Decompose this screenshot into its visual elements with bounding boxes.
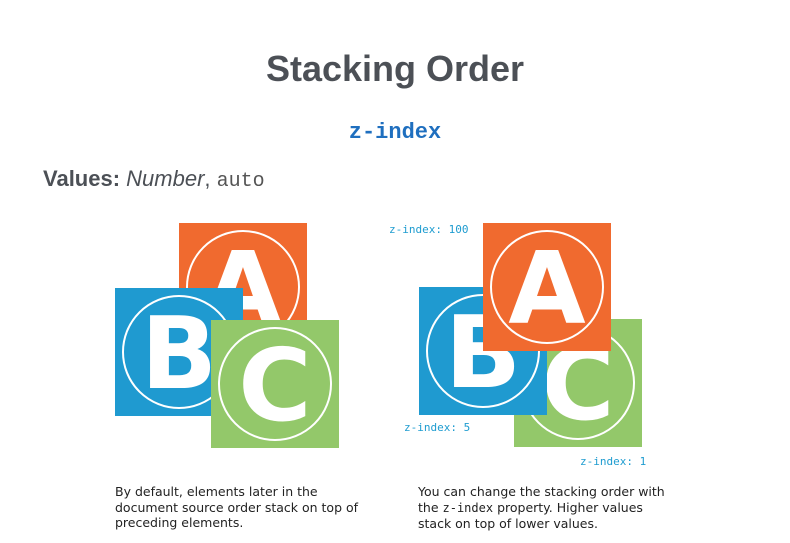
left-block-b-letter: B — [141, 295, 217, 412]
values-auto: auto — [216, 170, 265, 193]
z-label-100: z-index: 100 — [389, 223, 469, 236]
right-caption: You can change the stacking order with t… — [418, 484, 668, 532]
values-label: Values: — [43, 166, 121, 191]
left-block-c-letter: C — [238, 327, 311, 444]
right-block-a-bg — [483, 223, 611, 351]
left-caption: By default, elements later in the docume… — [115, 484, 359, 530]
right-block-a: A — [483, 223, 611, 351]
right-caption-code: z-index — [442, 500, 494, 515]
values-separator: , — [204, 166, 211, 191]
z-label-1: z-index: 1 — [580, 455, 647, 468]
property-name: z-index — [348, 120, 442, 145]
right-caption-post: property. Higher values stack on top of … — [418, 499, 643, 532]
page-title: Stacking Order — [265, 48, 525, 89]
z-label-5: z-index: 5 — [404, 421, 471, 434]
right-block-a-letter: A — [508, 230, 585, 347]
right-caption-pre: You can change the stacking order with t… — [418, 484, 665, 515]
values-line: Values: Number, auto — [43, 166, 265, 193]
left-block-c: C — [211, 320, 339, 448]
values-number: Number — [126, 166, 205, 191]
left-block-c-bg — [211, 320, 339, 448]
